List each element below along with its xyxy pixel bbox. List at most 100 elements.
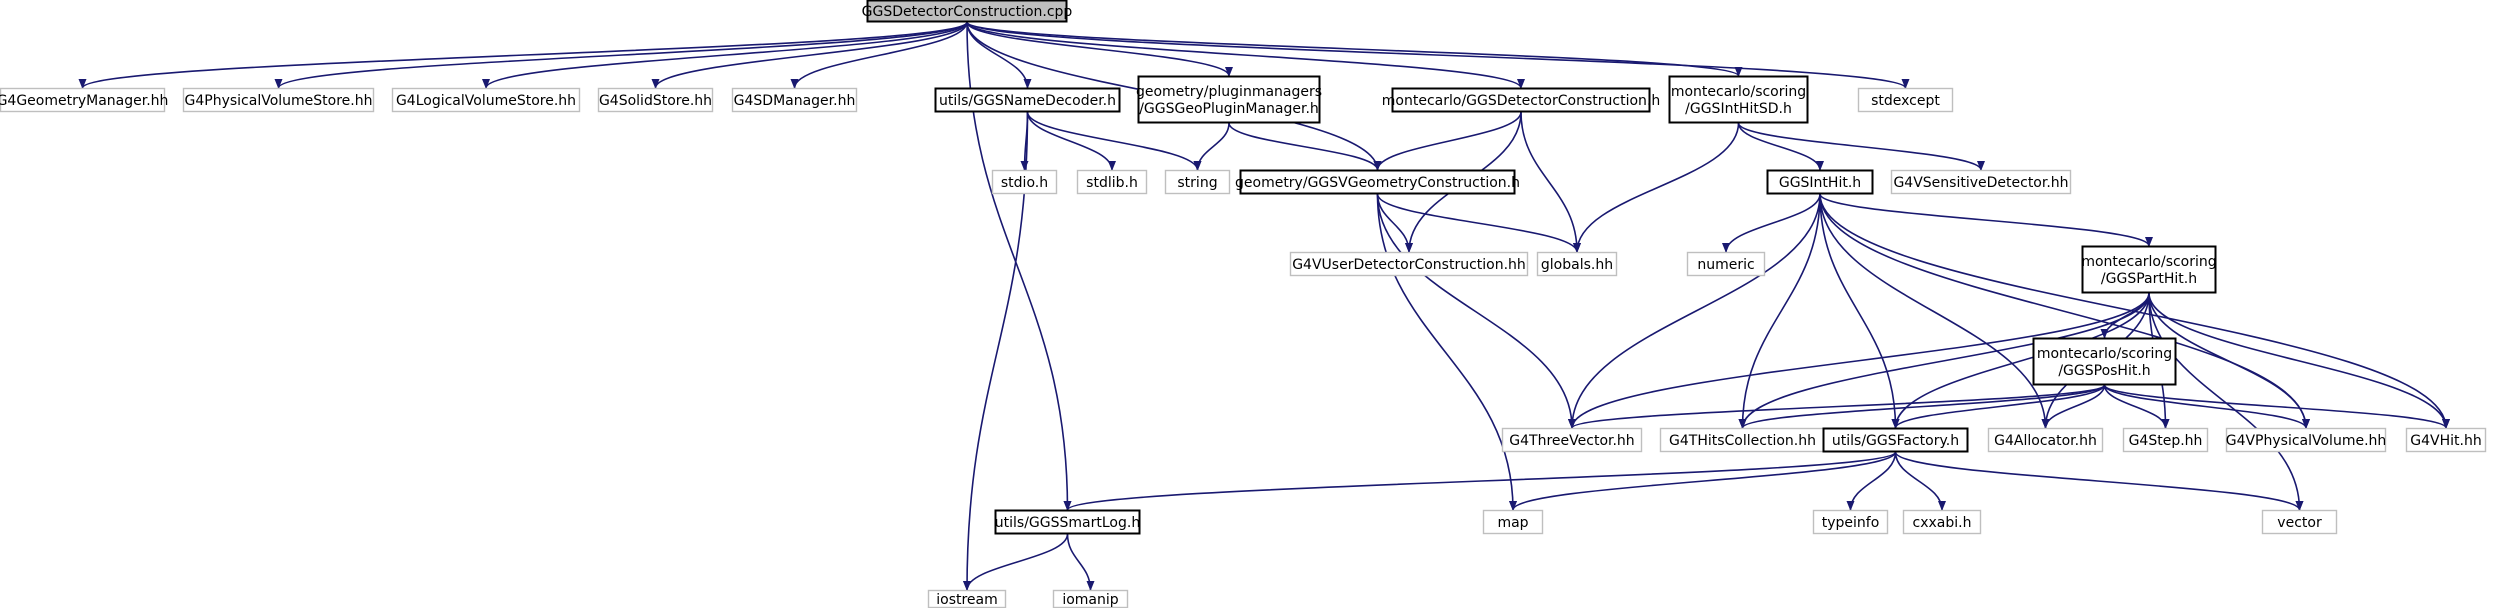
- node-label-g4sdmanager: G4SDManager.hh: [734, 93, 856, 109]
- edge-ggsposhit-to-g4allocator: [2041, 384, 2106, 429]
- node-box-g4physicalvolumestore: [182, 87, 375, 113]
- node-label-ggsnamedecoder: utils/GGSNameDecoder.h: [939, 93, 1116, 109]
- edge-ggsinthitsd-to-g4vsensitivedetector: [1737, 122, 1985, 171]
- node-label-iostream: iostream: [936, 592, 998, 608]
- node-box-vector: [2261, 509, 2338, 535]
- node-box-map: [1482, 509, 1544, 535]
- node-label-ggsposhit: /GGSPosHit.h: [2058, 363, 2150, 379]
- node-ggsnamedecoder[interactable]: utils/GGSNameDecoder.h: [934, 87, 1121, 113]
- node-ggsgeopluginmanager[interactable]: geometry/pluginmanagers/GGSGeoPluginMana…: [1136, 75, 1322, 124]
- node-box-ggsgeopluginmanager: [1137, 75, 1321, 124]
- node-g4solidstore: G4SolidStore.hh: [597, 87, 714, 113]
- edge-ggssmartlog-to-iostream: [963, 533, 1069, 591]
- node-stdexcept: stdexcept: [1857, 87, 1954, 113]
- node-label-vector: vector: [2277, 515, 2322, 531]
- edge-ggsnamedecoder-to-stdlib: [1026, 111, 1116, 171]
- edge-ggsparthit-to-g4threevector: [1568, 292, 2150, 429]
- node-label-string: string: [1177, 175, 1217, 191]
- node-ggsposhit[interactable]: montecarlo/scoring/GGSPosHit.h: [2032, 337, 2177, 386]
- node-ggssmartlog[interactable]: utils/GGSSmartLog.h: [994, 509, 1141, 535]
- node-g4logicalvolumestore: G4LogicalVolumeStore.hh: [391, 87, 581, 113]
- node-cxxabi: cxxabi.h: [1902, 509, 1982, 535]
- edge-ggsinthitsd-to-ggsinthit: [1737, 122, 1824, 171]
- edge-ggsposhit-to-g4step: [2103, 384, 2170, 429]
- node-label-ggsgeopluginmanager: geometry/pluginmanagers: [1136, 84, 1322, 100]
- node-g4sdmanager: G4SDManager.hh: [731, 87, 858, 113]
- node-ggsinthit[interactable]: GGSIntHit.h: [1766, 169, 1874, 195]
- node-label-stdlib: stdlib.h: [1086, 175, 1138, 191]
- node-g4allocator: G4Allocator.hh: [1987, 427, 2104, 453]
- node-box-numeric: [1686, 251, 1766, 277]
- node-iomanip: iomanip: [1052, 589, 1129, 608]
- node-ggsvgeometryconstruction[interactable]: geometry/GGSVGeometryConstruction.h: [1235, 169, 1520, 195]
- node-box-ggsinthitsd: [1668, 75, 1809, 124]
- node-label-g4logicalvolumestore: G4LogicalVolumeStore.hh: [396, 93, 576, 109]
- node-label-typeinfo: typeinfo: [1822, 515, 1880, 531]
- edge-ggsinthit-to-ggsparthit: [1819, 193, 2153, 247]
- node-box-ggsfactory: [1822, 427, 1969, 453]
- edge-ggsparthit-to-g4vphysicalvolume: [2148, 292, 2310, 429]
- node-g4physicalvolumestore: G4PhysicalVolumeStore.hh: [182, 87, 375, 113]
- edge-root-to-ggsgeopluginmanager: [966, 21, 1233, 77]
- node-box-cxxabi: [1902, 509, 1982, 535]
- edge-ggsparthit-to-ggsfactory: [1891, 292, 2150, 429]
- node-box-ggsposhit: [2032, 337, 2177, 386]
- node-root[interactable]: GGSDetectorConstruction.cpp: [862, 0, 1073, 23]
- node-box-g4allocator: [1987, 427, 2104, 453]
- edge-mc-ggsdetectorconstruction-to-ggsvgeometryconstruction: [1373, 111, 1522, 171]
- node-label-stdexcept: stdexcept: [1871, 93, 1940, 109]
- node-label-g4solidstore: G4SolidStore.hh: [599, 93, 712, 109]
- node-label-root: GGSDetectorConstruction.cpp: [862, 4, 1073, 20]
- node-label-ggsparthit: /GGSPartHit.h: [2101, 271, 2197, 287]
- node-string: string: [1164, 169, 1231, 195]
- edge-ggsposhit-to-g4thitscollection: [1738, 384, 2106, 429]
- node-ggsinthitsd[interactable]: montecarlo/scoring/GGSIntHitSD.h: [1668, 75, 1809, 124]
- node-box-ggssmartlog: [994, 509, 1141, 535]
- node-vector: vector: [2261, 509, 2338, 535]
- node-label-stdio: stdio.h: [1001, 175, 1048, 191]
- node-label-cxxabi: cxxabi.h: [1913, 515, 1972, 531]
- node-label-ggsinthit: GGSIntHit.h: [1779, 175, 1861, 191]
- node-label-ggssmartlog: utils/GGSSmartLog.h: [995, 515, 1140, 531]
- node-box-g4geometrymanager: [0, 87, 166, 113]
- edge-root-to-g4physicalvolumestore: [274, 21, 968, 89]
- node-ggsparthit[interactable]: montecarlo/scoring/GGSPartHit.h: [2081, 245, 2217, 294]
- node-label-g4step: G4Step.hh: [2129, 433, 2203, 449]
- node-ggsfactory[interactable]: utils/GGSFactory.h: [1822, 427, 1969, 453]
- edge-root-to-g4solidstore: [651, 21, 968, 89]
- edge-ggsinthit-to-g4allocator: [1819, 193, 2050, 429]
- node-box-stdexcept: [1857, 87, 1954, 113]
- node-globals: globals.hh: [1536, 251, 1618, 277]
- node-label-g4geometrymanager: G4GeometryManager.hh: [0, 93, 168, 109]
- node-g4vuserdetectorconstruction: G4VUserDetectorConstruction.hh: [1289, 251, 1529, 277]
- node-box-string: [1164, 169, 1231, 195]
- node-g4step: G4Step.hh: [2122, 427, 2209, 453]
- edge-ggsposhit-to-g4threevector: [1568, 384, 2106, 429]
- node-box-typeinfo: [1812, 509, 1889, 535]
- edge-ggssmartlog-to-iomanip: [1066, 533, 1095, 591]
- node-label-ggsinthitsd: /GGSIntHitSD.h: [1685, 101, 1792, 117]
- node-box-ggsparthit: [2081, 245, 2217, 294]
- node-mc-ggsdetectorconstruction[interactable]: montecarlo/GGSDetectorConstruction.h: [1382, 87, 1660, 113]
- edge-ggsfactory-to-cxxabi: [1894, 451, 1946, 511]
- node-label-numeric: numeric: [1697, 257, 1754, 273]
- node-box-g4threevector: [1501, 427, 1643, 453]
- node-g4thitscollection: G4THitsCollection.hh: [1659, 427, 1826, 453]
- edge-ggsvgeometryconstruction-to-globals: [1376, 193, 1581, 253]
- node-g4vphysicalvolume: G4VPhysicalVolume.hh: [2226, 427, 2386, 453]
- edge-ggsposhit-to-ggsfactory: [1891, 384, 2106, 429]
- node-label-ggsposhit: montecarlo/scoring: [2037, 346, 2172, 362]
- node-box-globals: [1536, 251, 1618, 277]
- node-stdio: stdio.h: [991, 169, 1058, 195]
- node-iostream: iostream: [927, 589, 1007, 608]
- node-label-iomanip: iomanip: [1062, 592, 1118, 608]
- edge-ggsvgeometryconstruction-to-map: [1376, 193, 1517, 511]
- node-g4vhit: G4VHit.hh: [2405, 427, 2487, 453]
- edge-ggsfactory-to-ggssmartlog: [1063, 451, 1897, 511]
- node-box-stdio: [991, 169, 1058, 195]
- edge-ggsposhit-to-g4vphysicalvolume: [2103, 384, 2310, 429]
- edge-ggsfactory-to-typeinfo: [1846, 451, 1897, 511]
- edge-ggsgeopluginmanager-to-ggsvgeometryconstruction: [1228, 122, 1382, 171]
